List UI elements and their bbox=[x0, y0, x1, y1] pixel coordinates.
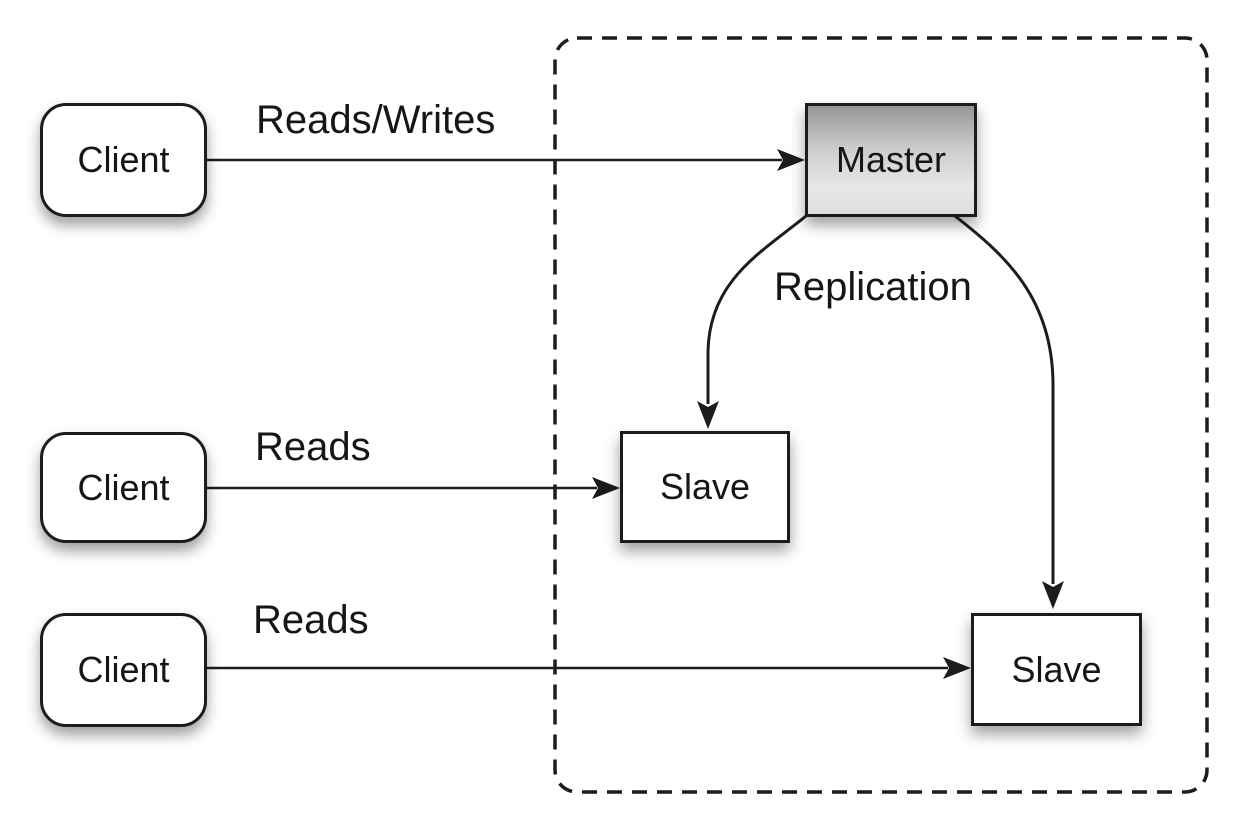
edge-replication-left bbox=[697, 214, 807, 429]
node-master-label: Master bbox=[835, 139, 947, 180]
node-client-top: Client bbox=[40, 103, 207, 217]
node-slave-right-label: Slave bbox=[1011, 648, 1102, 690]
edge-replication-left-arrowhead-icon bbox=[697, 401, 719, 429]
edge-replication-left-curve bbox=[706, 214, 807, 404]
edge-replication-right-arrowhead-icon bbox=[1042, 581, 1064, 609]
edge-reads-middle-arrowhead-icon bbox=[592, 477, 620, 499]
edge-label-reads-writes: Reads/Writes bbox=[256, 98, 496, 142]
node-client-middle-label: Client bbox=[77, 466, 170, 508]
edge-label-replication: Replication bbox=[774, 265, 972, 309]
edge-reads-bottom-arrowhead-icon bbox=[943, 657, 971, 679]
edge-label-reads-middle: Reads bbox=[255, 425, 371, 469]
node-slave-left-label: Slave bbox=[659, 466, 751, 507]
edge-replication-right-curve bbox=[954, 214, 1055, 584]
node-slave-right: Slave bbox=[971, 613, 1142, 726]
node-master: Master bbox=[805, 103, 977, 217]
node-client-middle: Client bbox=[40, 432, 207, 543]
node-slave-left: Slave bbox=[620, 431, 790, 543]
cluster-boundary-dashed-border bbox=[553, 36, 1209, 794]
edge-reads-bottom bbox=[207, 657, 971, 679]
edge-reads-middle bbox=[207, 477, 620, 499]
edge-reads-writes-arrowhead-icon bbox=[777, 149, 805, 171]
node-client-top-label: Client bbox=[77, 139, 170, 180]
node-client-bottom-label: Client bbox=[77, 649, 170, 690]
edge-replication-right bbox=[954, 214, 1064, 609]
edge-reads-writes bbox=[207, 149, 805, 171]
edge-label-reads-bottom: Reads bbox=[253, 598, 369, 642]
node-client-bottom: Client bbox=[40, 613, 207, 727]
